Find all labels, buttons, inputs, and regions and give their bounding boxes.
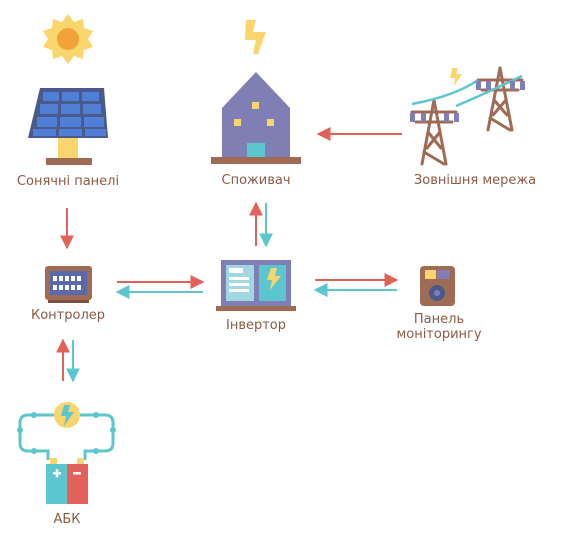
- battery-circuit-icon: [17, 402, 116, 460]
- sun-icon: [43, 14, 93, 64]
- monitor-label-line2: моніторингу: [396, 327, 482, 342]
- house-icon: [211, 72, 301, 164]
- inverter-icon: [216, 260, 296, 311]
- controller-label: Контролер: [30, 308, 106, 323]
- monitor-panel-icon: [420, 266, 455, 306]
- battery-icon: [46, 458, 88, 504]
- monitor-label-line1: Панель: [413, 312, 465, 327]
- controller-icon: [45, 266, 92, 303]
- grid-label: Зовнішня мережа: [413, 173, 537, 188]
- consumer-label: Споживач: [221, 173, 291, 188]
- power-tower-icon: [410, 66, 525, 166]
- solar-panel-icon: [28, 88, 108, 165]
- inverter-label: Інвертор: [225, 318, 287, 333]
- battery-label: АБК: [53, 512, 81, 527]
- solar-label: Сонячні панелі: [16, 174, 120, 189]
- lightning-icon: [245, 20, 266, 54]
